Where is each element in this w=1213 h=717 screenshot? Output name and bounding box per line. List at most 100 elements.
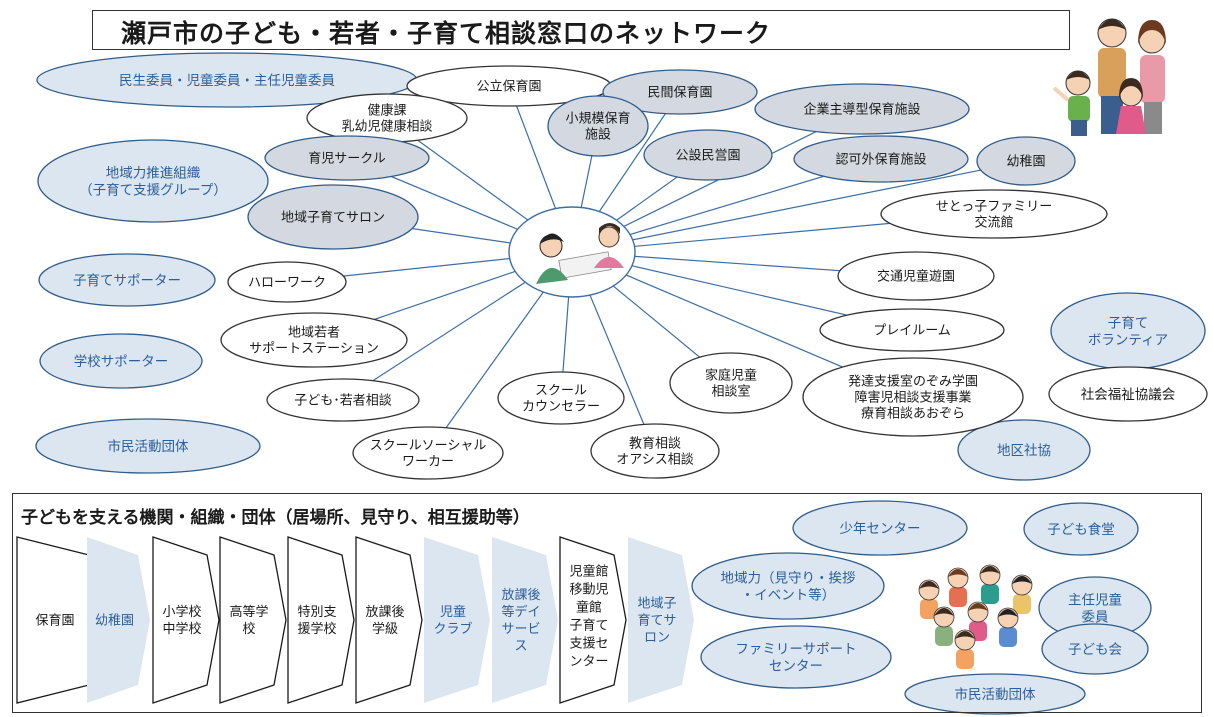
node-label: 子ども会 (1068, 642, 1122, 658)
node-label: 育児サークル (308, 151, 386, 167)
counselor-hair (599, 223, 620, 234)
node-label: クラブ (433, 621, 472, 637)
counselor-head (598, 226, 620, 248)
oval-shape (700, 625, 892, 689)
mother-body (1140, 55, 1165, 103)
node-ellipse (957, 419, 1091, 481)
child-hair (955, 631, 975, 639)
spoke-node: 地域子育てサロン (247, 184, 419, 250)
node-ellipse (220, 312, 408, 368)
node-label: 学校サポーター (74, 353, 169, 370)
node-label: 家庭児童 (705, 368, 757, 384)
node-label: 地域子育てサロン (281, 210, 385, 226)
node-label: 地域力（見守り・挨拶 (721, 570, 856, 586)
node-label: 保育園 (35, 613, 74, 629)
node-label: 子ども･若者相談 (294, 393, 392, 409)
node-label: 公立保育園 (476, 79, 541, 95)
node-ellipse (227, 261, 347, 303)
mother-legs (1144, 102, 1162, 134)
node-label: 相談室 (711, 384, 750, 400)
node-label: 児童館 (569, 564, 608, 580)
stage-shape (492, 537, 558, 703)
node-label: 企業主導型保育施設 (803, 102, 920, 118)
child-body (1013, 594, 1031, 614)
family-illustration (1052, 18, 1166, 136)
node-ellipse (793, 135, 969, 183)
girl-body (1116, 106, 1146, 134)
node-label: ロン (644, 631, 670, 646)
node-label: 校 (242, 621, 255, 637)
child-body (920, 599, 938, 619)
node-ellipse (754, 83, 970, 135)
page-title: 瀬戸市の子ども・若者・子育て相談窓口のネットワーク (121, 19, 772, 48)
node-label: 中学校 (162, 621, 201, 637)
stage-shape (355, 536, 423, 704)
node-ellipse (37, 139, 269, 223)
node-label: 民生委員・児童委員・主任児童委員 (119, 72, 335, 89)
support-oval: 少年センター (792, 500, 968, 556)
outer-node: 地域力推進組織（子育て支援グループ） (37, 139, 269, 223)
outer-node: 子育てサポーター (38, 253, 216, 307)
node-label: 地域子 (637, 597, 676, 612)
oval-shape (792, 500, 968, 556)
support-organizations-title: 子どもを支える機関・組織・団体（居場所、見守り、相互援助等） (21, 508, 530, 528)
child-hair (948, 569, 968, 577)
spoke-node: 子ども･若者相談 (266, 378, 420, 422)
node-label: 小学校 (162, 604, 201, 620)
node-label: サポートステーション (249, 342, 379, 357)
counselor-body (594, 257, 624, 268)
boy-hair (1066, 71, 1090, 80)
node-label: 特別支 (297, 605, 336, 620)
child-body (956, 649, 974, 669)
spoke-node: 認可外保育施設 (793, 135, 969, 183)
spoke-line (571, 160, 1027, 253)
oval-shape (1023, 502, 1139, 556)
node-label: 育てサ (637, 613, 676, 629)
node-label: 放課後 (501, 587, 540, 603)
node-label: 子育て (569, 618, 608, 634)
node-ellipse (247, 184, 419, 250)
node-label: 乳幼児健康相談 (341, 119, 432, 135)
node-label: 移動児 (569, 583, 608, 598)
node-label: 療育相談あおぞら (861, 406, 965, 422)
node-label: 市民活動団体 (108, 438, 189, 455)
stage-shape (152, 536, 220, 704)
node-label: 地域力推進組織 (106, 165, 201, 181)
oval-shape (904, 673, 1086, 715)
node-label: 公設民営園 (675, 148, 740, 164)
node-label: 健康課 (367, 103, 406, 119)
client-body (536, 267, 568, 284)
node-label: 委員 (1082, 609, 1109, 625)
node-ellipse (590, 423, 720, 479)
stage-arrow: 地域子育てサロン (628, 537, 694, 703)
node-label: 交通児童遊園 (877, 269, 955, 285)
support-oval: 地域力（見守り・挨拶・イベント等） (691, 552, 885, 620)
node-label: 高等学 (229, 604, 268, 620)
node-label: 社会福祉協議会 (1081, 386, 1176, 403)
node-label: ス (514, 639, 527, 654)
node-label: 地域若者 (288, 325, 340, 341)
child-hair (919, 581, 939, 589)
stage-shape (219, 536, 287, 704)
node-label: 民間保育園 (647, 85, 712, 101)
node-label: 認可外保育施設 (835, 152, 926, 168)
title-box: 瀬戸市の子ども・若者・子育て相談窓口のネットワーク (92, 10, 1070, 50)
spoke-node: 企業主導型保育施設 (754, 83, 970, 135)
outer-node: 社会福祉協議会 (1048, 366, 1208, 422)
node-label: 支援セ (569, 637, 608, 652)
